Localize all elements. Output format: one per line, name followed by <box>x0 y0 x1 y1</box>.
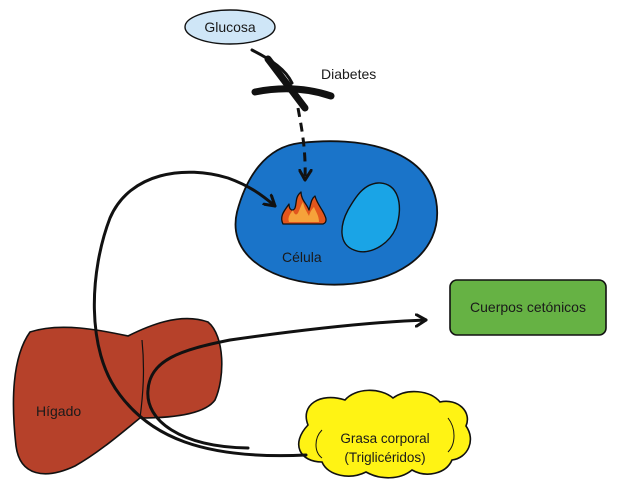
cell-label: Célula <box>282 249 322 265</box>
glucose-to-cell-arrow <box>250 48 294 85</box>
liver-shape <box>12 317 223 475</box>
liver-node: Hígado <box>12 317 223 475</box>
cell-node: Célula <box>234 140 439 286</box>
liver-lobe-line <box>139 339 145 419</box>
ketones-box <box>449 279 607 336</box>
x-cross-icon <box>251 55 335 112</box>
ketones-label: Cuerpos cetónicos <box>470 299 586 315</box>
fat-node: Grasa corporal (Triglicéridos) <box>297 389 472 479</box>
fat-label-line2: (Triglicéridos) <box>344 450 425 465</box>
diabetes-label: Diabetes <box>321 66 376 82</box>
cell-membrane <box>234 140 439 286</box>
fat-label-line1: Grasa corporal <box>340 431 429 446</box>
glucose-label: Glucosa <box>204 19 256 35</box>
cell-nucleus <box>341 182 401 253</box>
liver-label: Hígado <box>36 403 81 419</box>
liver-to-ketones-arrow <box>146 320 428 450</box>
ketones-node: Cuerpos cetónicos <box>449 279 607 336</box>
glucose-ellipse <box>184 9 276 45</box>
fat-inner-mark-right <box>447 417 455 453</box>
glucose-node: Glucosa <box>184 9 276 45</box>
glucose-dashed-arrow <box>296 107 305 180</box>
fat-blob <box>297 389 472 479</box>
fat-to-cell-arrow <box>92 170 308 458</box>
fire-icon <box>281 191 327 225</box>
fat-inner-mark-left <box>315 429 323 459</box>
